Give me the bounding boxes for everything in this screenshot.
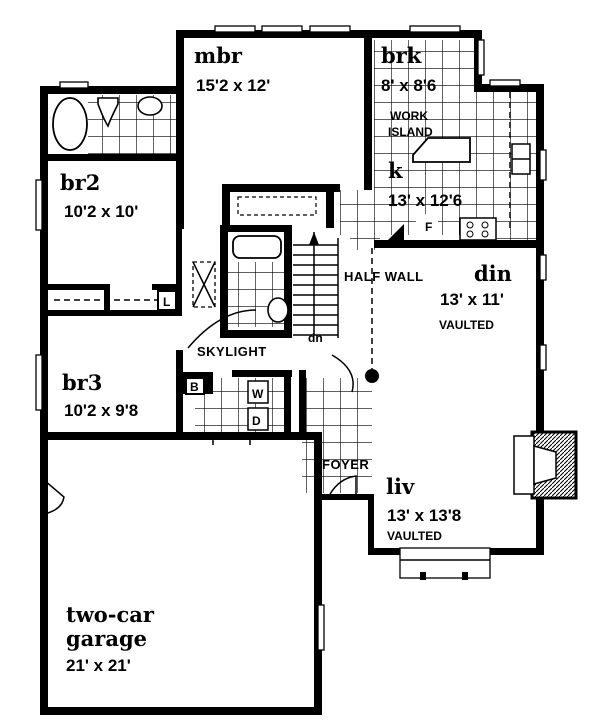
sink-icon xyxy=(137,96,163,116)
mbr-name: mbr xyxy=(194,43,243,68)
dryer-icon xyxy=(247,407,269,431)
column-post xyxy=(365,369,379,383)
brk-dims: 8' x 8'6 xyxy=(381,76,436,95)
closet-shelf xyxy=(237,196,317,216)
liv-dims: 13' x 13'8 xyxy=(387,506,461,525)
washer-label: W xyxy=(252,387,264,401)
bathtub-icon xyxy=(52,97,88,151)
skylight-leader-line xyxy=(187,309,257,349)
din-dims: 13' x 11' xyxy=(440,290,504,309)
mbr-west-wall xyxy=(176,34,184,229)
stairs xyxy=(293,232,339,338)
br2-dims: 10'2 x 10' xyxy=(64,202,138,221)
garage-entry-step xyxy=(212,437,251,445)
brk-north-wall xyxy=(372,30,482,38)
fridge-box xyxy=(416,214,438,236)
front-door-icon xyxy=(329,475,357,495)
work-island-shape xyxy=(412,137,471,163)
hall-bath-north-wall xyxy=(40,86,184,94)
br3-south-wall xyxy=(40,432,316,440)
stairs-leader-line xyxy=(331,354,354,393)
fridge-label: F xyxy=(425,220,432,234)
stair-area xyxy=(300,235,350,330)
foyer-label: FOYER xyxy=(322,457,369,472)
pantry-corner xyxy=(380,224,404,248)
fireplace-hearth xyxy=(513,435,535,495)
garage-west-wall xyxy=(40,432,48,714)
windows xyxy=(35,25,547,651)
skylight-label: SKYLIGHT xyxy=(197,344,267,359)
garage-name-1: two-car xyxy=(66,602,155,627)
fireplace-firebox xyxy=(533,445,557,485)
bay-window xyxy=(399,547,491,579)
br2-br3-wall xyxy=(48,310,178,316)
mbr-east-wall xyxy=(364,30,372,190)
garage-side-door-icon xyxy=(43,478,65,515)
broom-closet-label: B xyxy=(190,380,199,394)
din-note: VAULTED xyxy=(439,318,494,332)
skylight-frame-1 xyxy=(192,261,216,308)
br2-name: br2 xyxy=(60,170,100,195)
half-wall-label: HALF WALL xyxy=(344,269,424,284)
master-sink-icon xyxy=(267,297,289,323)
toilet-icon xyxy=(97,97,119,128)
dryer-label: D xyxy=(252,414,261,428)
stair-arrow-icon xyxy=(309,232,319,245)
fixtures xyxy=(43,92,531,515)
garage-name-2: garage xyxy=(66,626,147,651)
garage-dims: 21' x 21' xyxy=(66,656,131,675)
range-icon xyxy=(459,217,497,241)
kitchen-dims: 13' x 12'6 xyxy=(388,191,462,210)
br3-name: br3 xyxy=(62,370,102,395)
kitchen-name: k xyxy=(388,158,403,183)
br3-dims: 10'2 x 9'8 xyxy=(64,401,138,420)
linen-closet-box xyxy=(157,290,177,311)
linen-label: L xyxy=(163,295,170,309)
work-island-label-2: ISLAND xyxy=(388,125,433,139)
brk-name: brk xyxy=(381,43,422,68)
liv-name: liv xyxy=(386,474,415,499)
liv-note: VAULTED xyxy=(387,529,442,543)
tile-floors xyxy=(88,40,538,493)
west-wall xyxy=(40,86,48,436)
mbr-north-wall xyxy=(176,30,372,38)
stairs-dn-label: dn xyxy=(308,331,323,345)
master-tub-icon xyxy=(232,235,282,259)
washer-icon xyxy=(247,380,269,404)
mbr-south-wall xyxy=(222,184,340,192)
room-labels: mbr 15'2 x 12' brk 8' x 8'6 WORK ISLAND … xyxy=(60,43,512,675)
mbr-dims: 15'2 x 12' xyxy=(196,76,270,95)
din-name: din xyxy=(474,261,512,286)
broom-closet-box xyxy=(185,377,205,395)
work-island-label-1: WORK xyxy=(390,109,428,123)
garage-south-wall xyxy=(40,707,322,715)
garage-east-wall xyxy=(314,432,322,715)
east-wall xyxy=(536,248,544,553)
